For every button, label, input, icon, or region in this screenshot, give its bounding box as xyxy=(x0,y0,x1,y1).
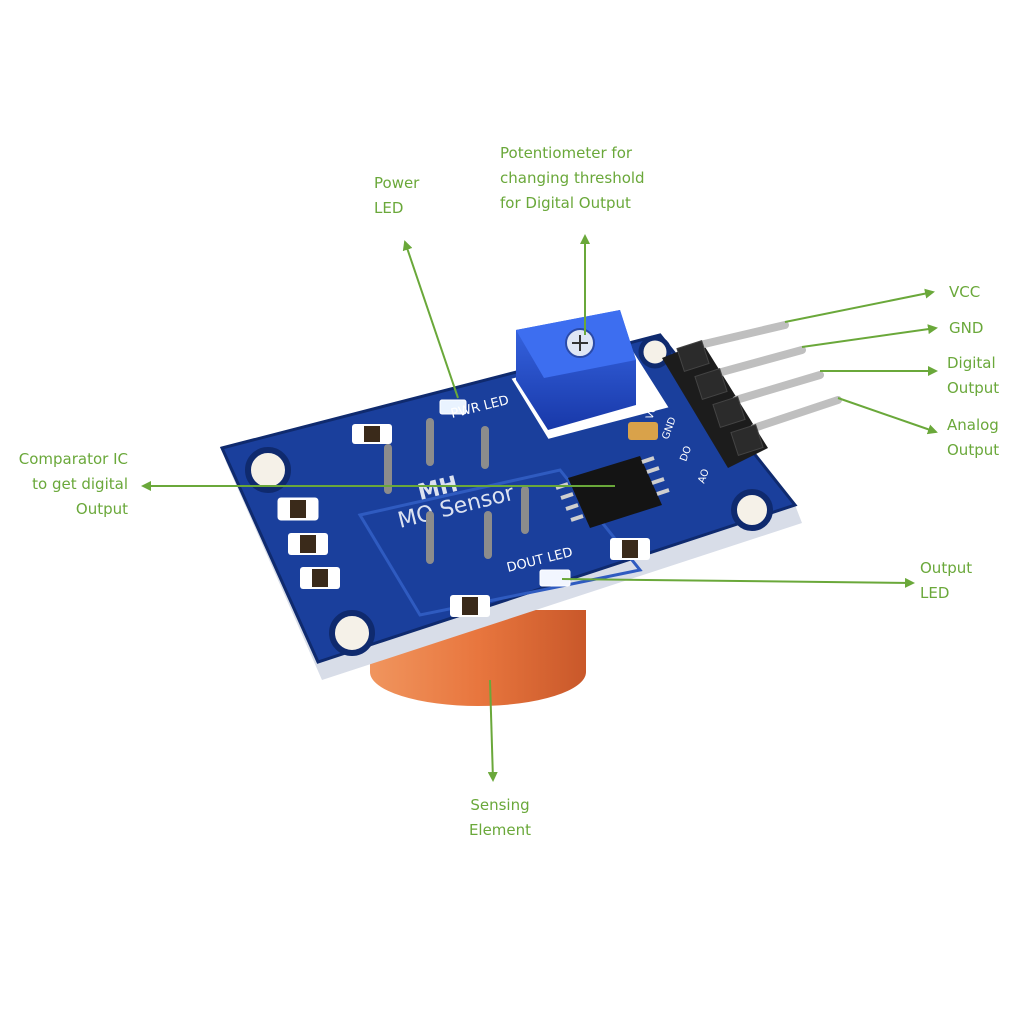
mounting-holes xyxy=(245,335,773,656)
annotation-arrows xyxy=(141,234,938,782)
label-output-led: Output LED xyxy=(920,559,973,602)
label-gnd: GND xyxy=(949,319,984,337)
label-vcc: VCC xyxy=(949,283,981,301)
smd-components xyxy=(277,422,658,617)
arrow-analog-output xyxy=(837,397,938,435)
arrow-sensing-element xyxy=(487,679,498,782)
label-analog-output: Analog Output xyxy=(947,416,1000,459)
pin-silk-ao: AO xyxy=(696,467,711,485)
output-led xyxy=(539,569,571,587)
label-sensing-element: Sensing Element xyxy=(468,796,532,839)
label-potentiometer: Potentiometer for changing threshold for… xyxy=(500,144,645,212)
power-led xyxy=(439,399,467,415)
label-power-led: Power LED xyxy=(374,174,420,217)
label-comparator-ic: Comparator IC to get digital Output xyxy=(18,450,128,518)
arrow-output-led xyxy=(561,577,915,588)
pin-silk-do: DO xyxy=(678,445,694,464)
comparator-ic xyxy=(555,456,670,528)
pcb-board xyxy=(219,333,798,664)
arrow-vcc xyxy=(784,288,935,323)
arrow-gnd xyxy=(801,324,938,348)
potentiometer xyxy=(508,310,672,442)
sensor-pins xyxy=(384,418,529,564)
pin-header: VCC GND DO AO xyxy=(644,321,842,485)
label-digital-output: Digital Output xyxy=(947,354,1000,397)
arrow-power-led xyxy=(402,240,459,399)
